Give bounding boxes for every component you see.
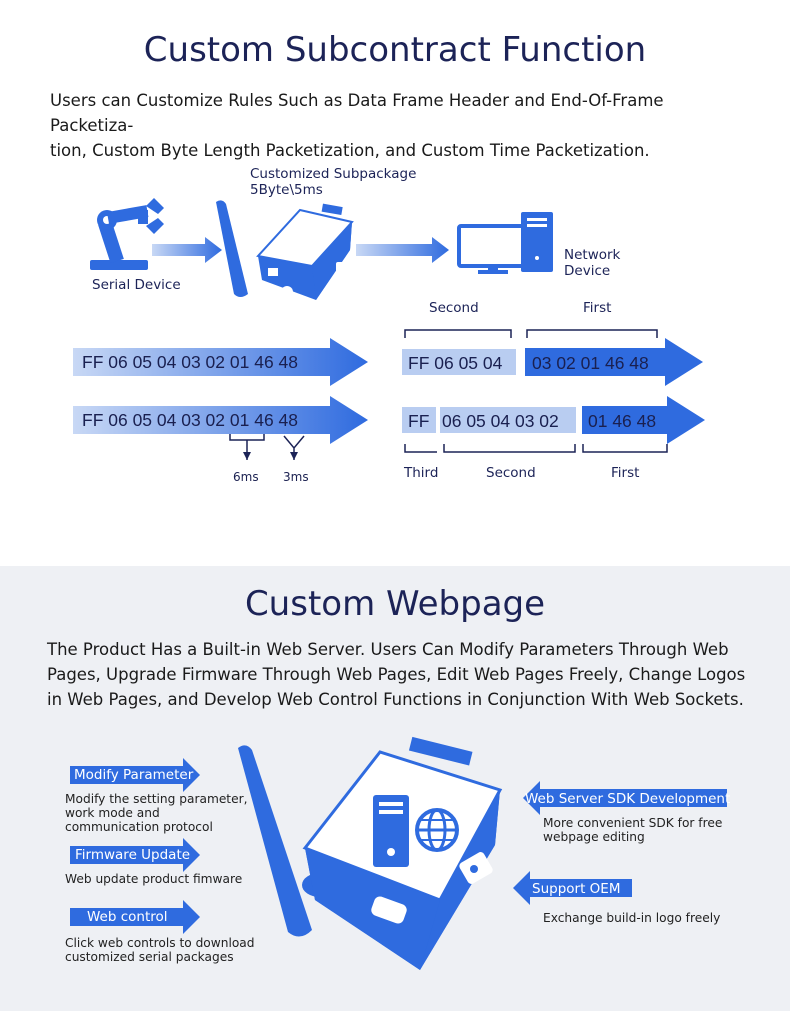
row2-label-second: Second [486,465,536,481]
row1-label-first: First [583,300,612,316]
row2-seg-second: 06 05 04 03 02 [442,411,559,431]
row2-seg-first: 01 46 48 [588,411,657,431]
dtu-device-icon [216,200,354,300]
row1-label-second: Second [429,300,479,316]
interval-6ms-label: 6ms [233,470,259,484]
network-device-label: Network Device [564,247,621,279]
row2-label-first: First [611,465,640,481]
firmware-update-tag [70,838,200,872]
row2-input-sequence: FF 06 05 04 03 02 01 46 48 [82,410,298,430]
row2-seg-second-box [440,407,576,433]
support-oem-tag [513,871,632,905]
row1-input-arrow [73,338,368,386]
computer-icon [457,212,553,274]
row1-bracket-second [404,329,512,338]
support-oem-label: Support OEM [532,881,621,897]
web-server-device-icon [238,736,503,970]
row1-seg-first-arrow [525,338,703,386]
serial-device-label: Serial Device [92,277,181,293]
row2-label-third: Third [404,465,439,481]
web-control-label: Web control [87,909,168,925]
modify-parameter-tag [70,758,200,792]
row2-bracket-third [404,444,437,453]
firmware-update-desc: Web update product fimware [65,872,243,886]
web-server-sdk-tag [523,781,727,815]
robot-arm-icon [90,198,164,270]
row1-input-sequence: FF 06 05 04 03 02 01 46 48 [82,352,298,372]
row2-seg-third: FF [408,411,430,431]
subcontract-diagram [73,198,705,460]
section1-intro: Users can Customize Rules Such as Data F… [50,91,664,160]
row1-bracket-first [526,329,658,338]
section1-title: Custom Subcontract Function [143,30,647,70]
row2-seg-third-box [402,407,436,433]
row2-bracket-first [582,444,668,453]
firmware-update-label: Firmware Update [75,847,191,863]
web-control-tag [70,900,200,934]
support-oem-desc: Exchange build-in logo freely [543,911,721,925]
row2-input-arrow [73,396,368,444]
modify-parameter-desc: Modify the setting parameter, work mode … [65,792,248,834]
web-server-sdk-desc: More convenient SDK for free webpage edi… [543,816,723,844]
row1-seg-second-box [402,349,516,375]
interval-3ms-label: 3ms [283,470,309,484]
flow-arrow-1 [152,237,222,263]
web-control-desc: Click web controls to download customize… [65,936,255,964]
modify-parameter-label: Modify Parameter [74,767,194,783]
customized-subpackage-label: Customized Subpackage 5Byte\5ms [250,166,417,198]
row2-bracket-second [443,444,576,453]
flow-arrow-2 [356,237,449,263]
row2-seg-first-arrow [582,396,705,444]
section2-title: Custom Webpage [244,584,546,624]
section2-intro: The Product Has a Built-in Web Server. U… [47,640,746,709]
web-server-sdk-label: Web Server SDK Development [525,791,731,807]
row1-seg-first: 03 02 01 46 48 [532,353,649,373]
row1-seg-second: FF 06 05 04 [408,353,503,373]
